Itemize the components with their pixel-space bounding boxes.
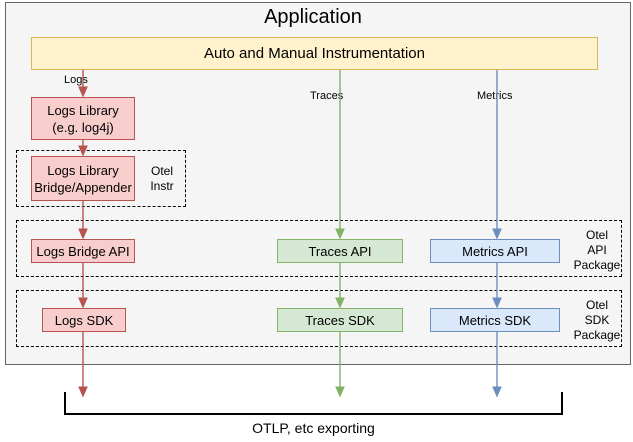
- auto-manual-instrumentation-box: Auto and Manual Instrumentation: [31, 37, 598, 70]
- otel-api-label-line2: API: [587, 243, 607, 257]
- otel-api-label-line3: Package: [573, 258, 621, 272]
- auto-manual-instrumentation-label: Auto and Manual Instrumentation: [204, 45, 425, 62]
- otel-sdk-label-line2: SDK: [584, 313, 610, 327]
- node-logs-library-bridge-appender[interactable]: Logs Library Bridge/Appender: [31, 156, 135, 201]
- node-metrics-sdk[interactable]: Metrics SDK: [430, 308, 560, 332]
- otel-api-package-label: Otel API Package: [572, 228, 622, 273]
- node-logs-bridge-line2: Bridge/Appender: [34, 179, 132, 195]
- otel-sdk-label-line3: Package: [573, 328, 621, 342]
- node-logs-bridge-api-label: Logs Bridge API: [36, 243, 130, 259]
- edge-label-traces: Traces: [310, 90, 344, 102]
- otel-sdk-label-line1: Otel: [585, 298, 608, 312]
- edge-label-metrics: Metrics: [477, 90, 513, 102]
- otel-instr-group-label: Otel Instr: [140, 164, 184, 194]
- node-traces-api-label: Traces API: [308, 243, 372, 259]
- node-logs-sdk-label: Logs SDK: [54, 312, 114, 328]
- edge-label-logs: Logs: [64, 74, 88, 86]
- otel-instr-group: [16, 150, 186, 207]
- otel-api-label-line1: Otel: [585, 228, 608, 242]
- otel-sdk-package-label: Otel SDK Package: [572, 298, 622, 343]
- node-logs-sdk[interactable]: Logs SDK: [42, 308, 126, 332]
- export-bracket: [64, 392, 563, 415]
- node-metrics-sdk-label: Metrics SDK: [458, 312, 532, 328]
- node-logs-bridge-api[interactable]: Logs Bridge API: [31, 239, 135, 263]
- node-traces-sdk[interactable]: Traces SDK: [277, 308, 403, 332]
- page-title: Application: [264, 6, 362, 28]
- otel-instr-label-line1: Otel: [150, 164, 173, 178]
- node-metrics-api-label: Metrics API: [462, 243, 528, 259]
- otel-instr-label-line2: Instr: [150, 179, 174, 193]
- otel-sdk-package-group: [16, 290, 622, 347]
- node-logs-library[interactable]: Logs Library (e.g. log4j): [31, 97, 135, 140]
- node-logs-library-line1: Logs Library: [47, 102, 119, 118]
- otel-api-package-group: [16, 220, 622, 277]
- node-traces-api[interactable]: Traces API: [277, 239, 403, 263]
- node-metrics-api[interactable]: Metrics API: [430, 239, 560, 263]
- node-logs-library-line2: (e.g. log4j): [52, 119, 114, 135]
- export-label: OTLP, etc exporting: [252, 420, 375, 436]
- node-traces-sdk-label: Traces SDK: [305, 312, 375, 328]
- node-logs-bridge-line1: Logs Library: [47, 162, 119, 178]
